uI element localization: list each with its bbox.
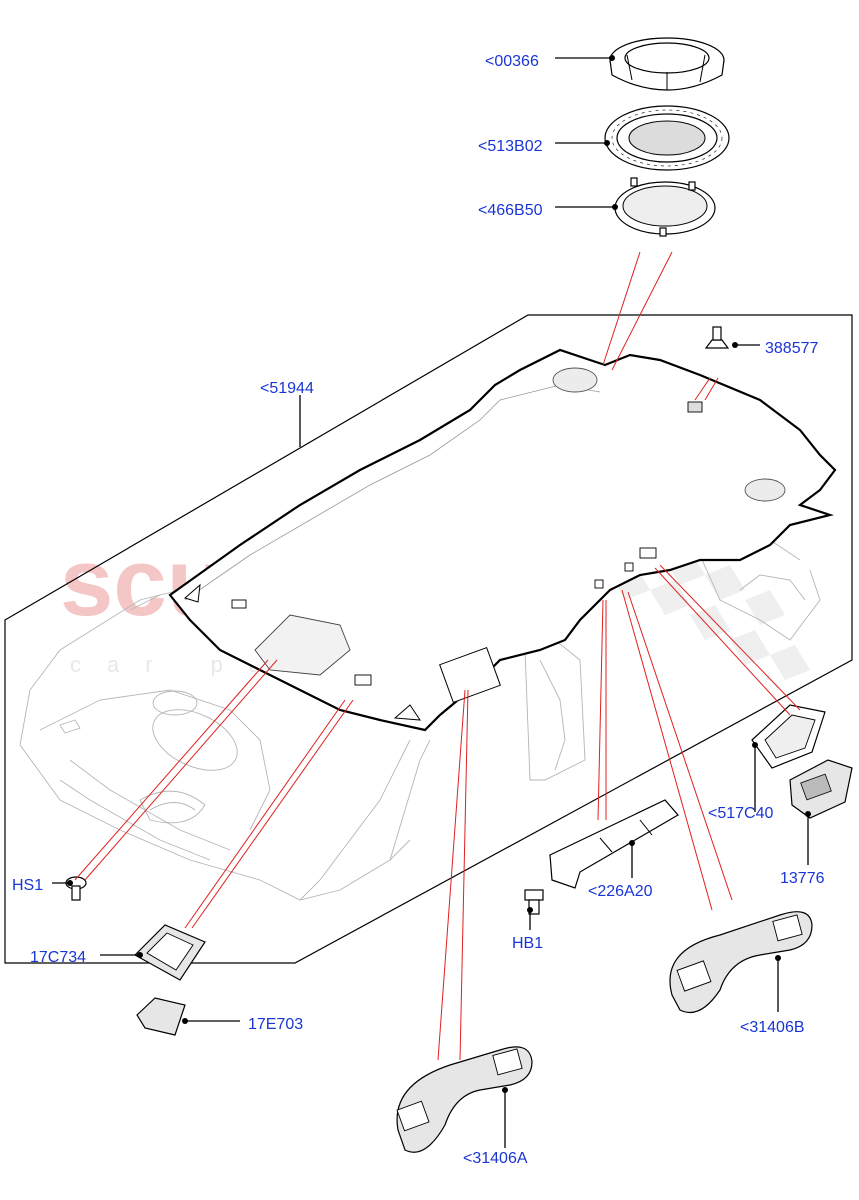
callout-51944[interactable]: <51944 <box>260 380 314 397</box>
part-226a20-bracket <box>549 799 679 889</box>
callout-17c734[interactable]: 17C734 <box>30 949 86 966</box>
part-hs1-screw <box>65 876 87 901</box>
callout-31406a[interactable]: <31406A <box>463 1150 528 1167</box>
part-388577-clip <box>704 326 730 349</box>
headlining-panel <box>168 348 837 732</box>
callout-hb1[interactable]: HB1 <box>512 935 543 952</box>
part-31406a-grab-handle <box>396 1046 533 1153</box>
callout-226a20[interactable]: <226A20 <box>588 883 653 900</box>
headlining-clip-3 <box>639 547 657 559</box>
headlining-clip-2 <box>354 674 372 686</box>
headlining-frame <box>4 314 853 964</box>
part-00366-foam-ring <box>609 37 725 91</box>
reference-lines <box>74 251 801 1061</box>
headlining-speaker-cutout-rear <box>744 478 786 502</box>
callout-13776[interactable]: 13776 <box>780 870 825 887</box>
callout-00366[interactable]: <00366 <box>485 53 539 70</box>
callout-31406b[interactable]: <31406B <box>740 1019 805 1036</box>
headlining-clip-5 <box>594 579 604 589</box>
callout-hs1[interactable]: HS1 <box>12 877 43 894</box>
part-13776-map-lamp <box>789 759 853 819</box>
headlining-speaker-cutout-front <box>552 367 598 393</box>
headlining-console-cutout <box>254 614 351 676</box>
callout-388577[interactable]: 388577 <box>765 340 818 357</box>
headlining-inner-edge <box>184 384 601 601</box>
callout-517c40[interactable]: <517C40 <box>708 805 773 822</box>
part-517c40-bezel <box>751 704 826 769</box>
part-31406b-grab-handle <box>669 911 813 1014</box>
headlining-clip-1 <box>231 599 247 609</box>
part-466b50-speaker-grille <box>614 177 716 237</box>
callout-labels: <00366 <513B02 <466B50 <51944 388577 <51… <box>12 53 825 1167</box>
leader-lines <box>52 55 811 1148</box>
headlining-clip-4 <box>687 401 703 413</box>
part-hb1-bolt <box>524 889 544 915</box>
part-513b02-speaker-bracket <box>604 105 730 171</box>
headlining-clip-6 <box>624 562 634 572</box>
part-17c734-bezel <box>134 924 206 981</box>
headlining-grab-mount <box>439 647 501 703</box>
headlining-sunvisor-left <box>183 583 201 603</box>
part-17e703-bracket <box>136 997 186 1036</box>
headlining-sunvisor-right <box>393 704 421 721</box>
callout-466b50[interactable]: <466B50 <box>478 202 543 219</box>
callout-17e703[interactable]: 17E703 <box>248 1016 303 1033</box>
callout-513b02[interactable]: <513B02 <box>478 138 543 155</box>
